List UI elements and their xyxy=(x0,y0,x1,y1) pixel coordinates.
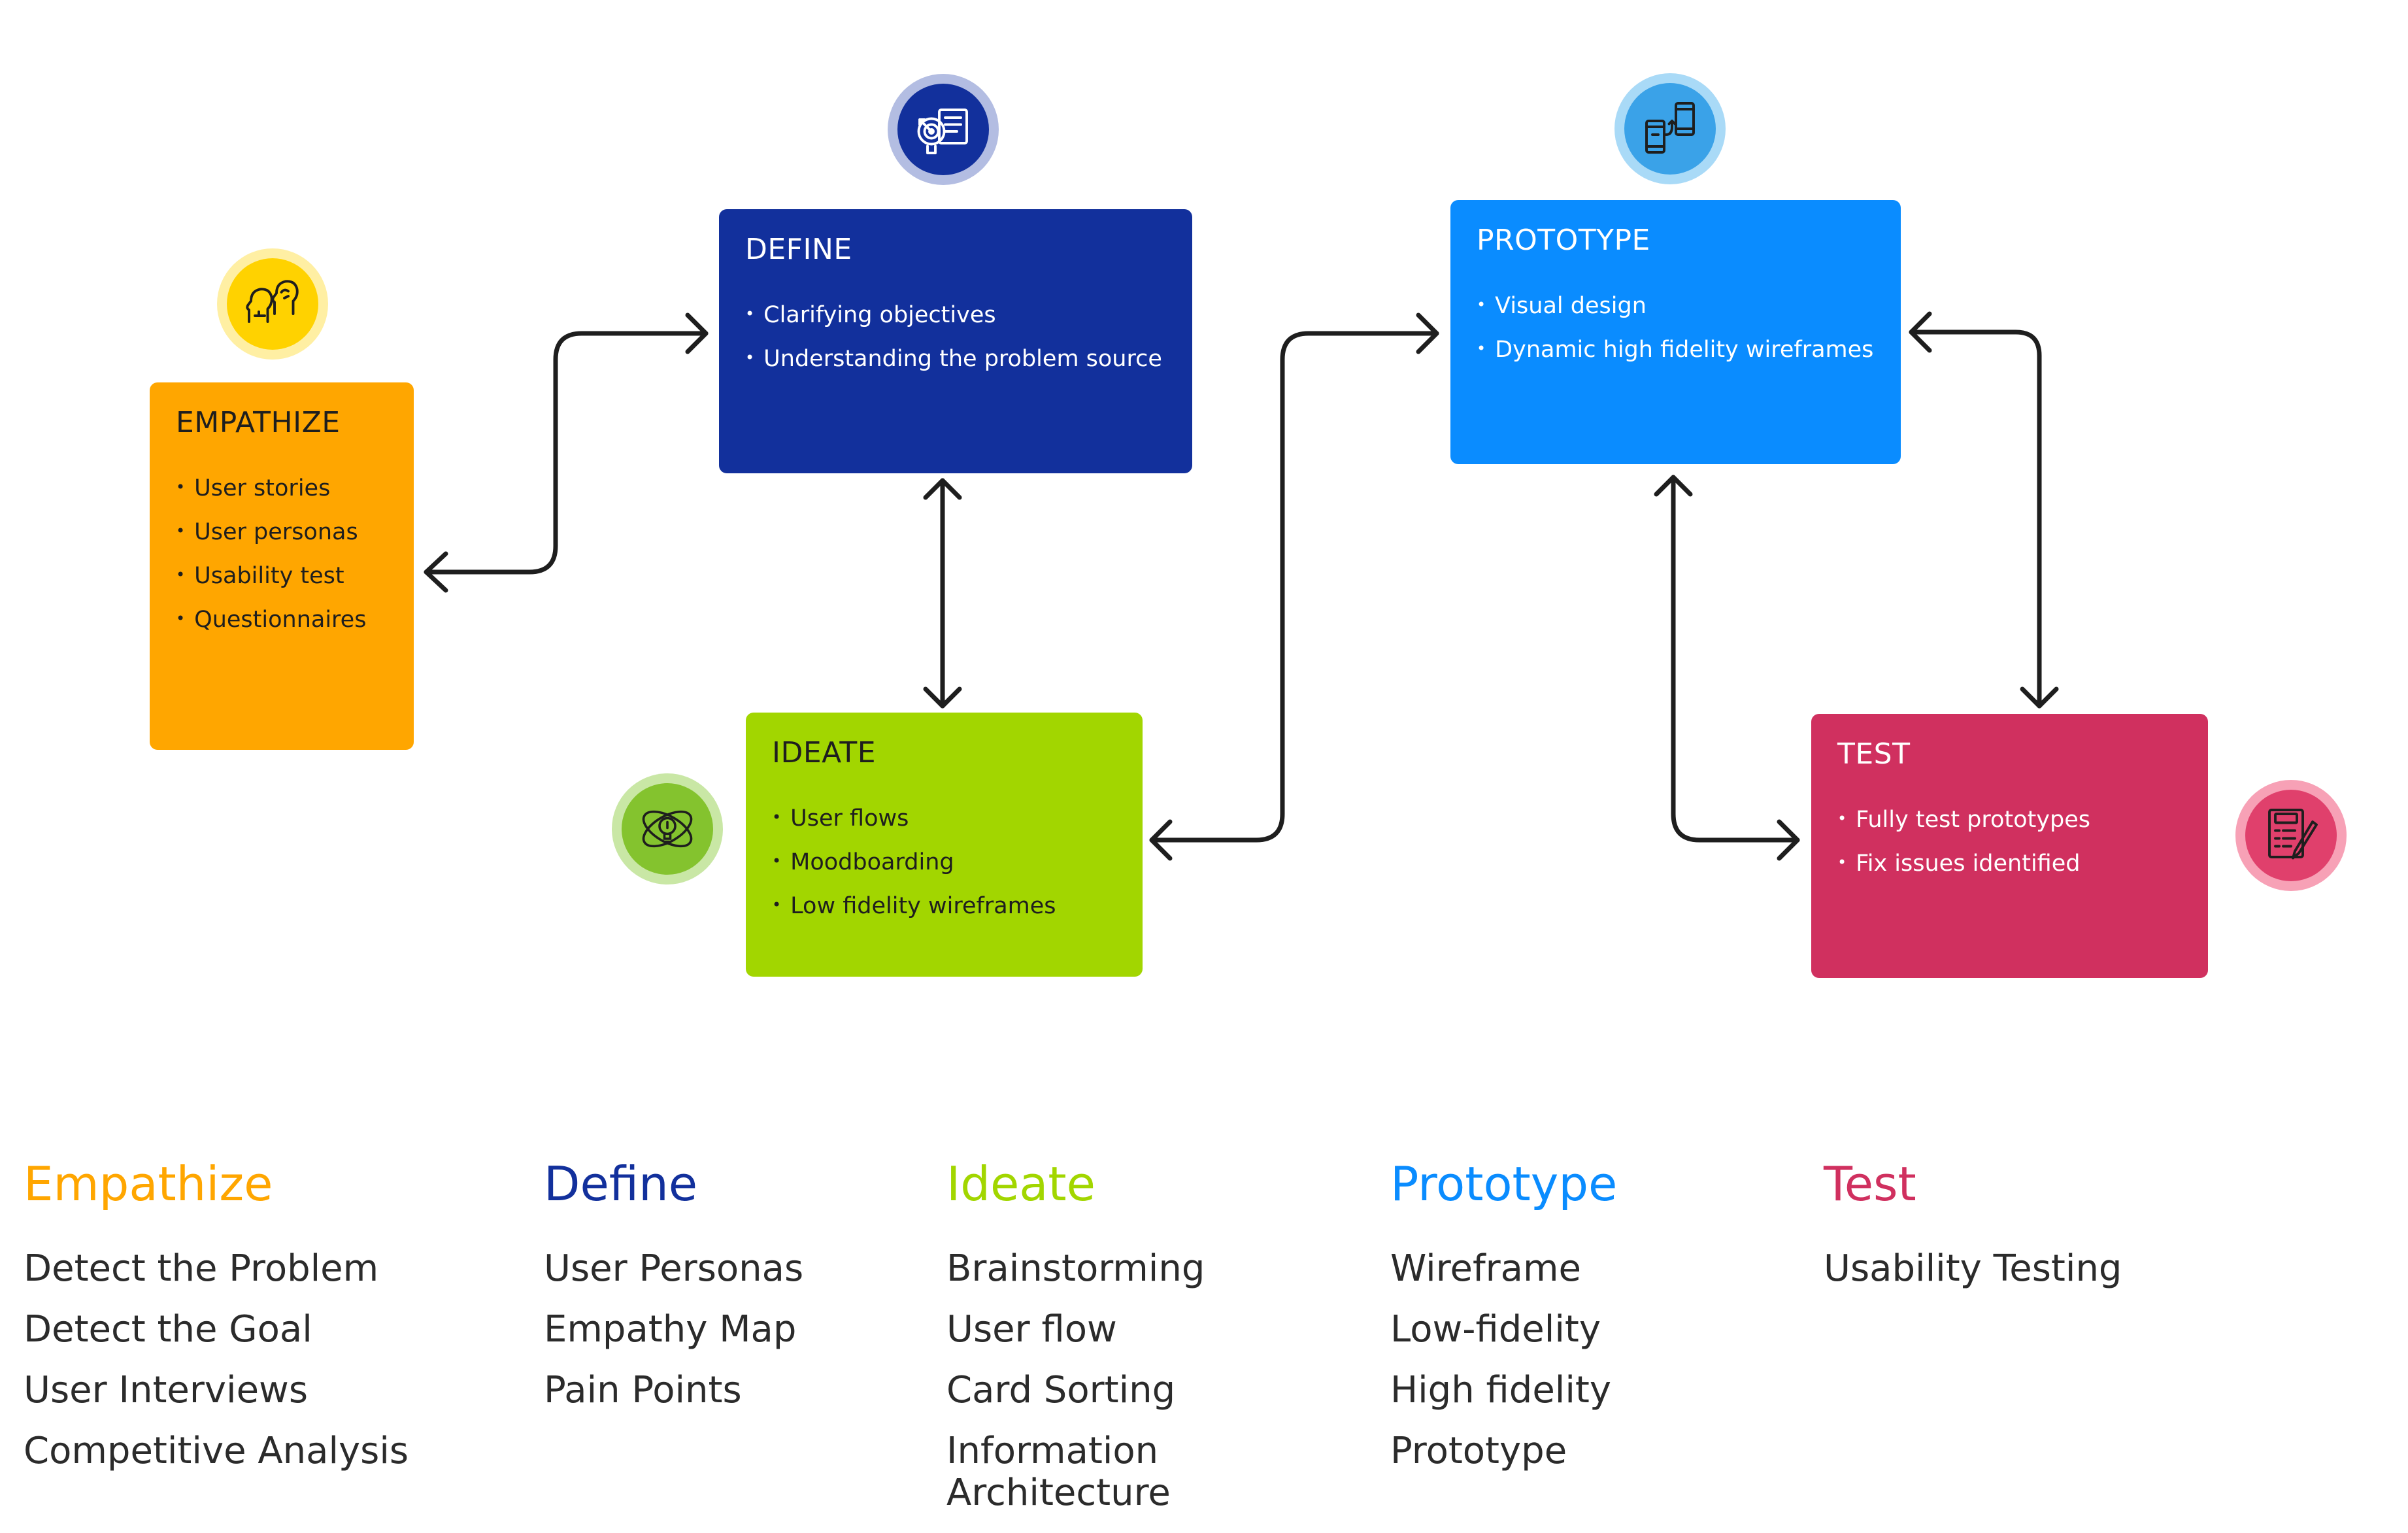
test-stage-list: Fully test prototypes Fix issues identif… xyxy=(1837,799,2208,886)
methods-column-list: User Personas Empathy Map Pain Points xyxy=(544,1248,803,1411)
methods-column-title: Test xyxy=(1824,1156,1916,1211)
define-stage-list: Clarifying objectives Understanding the … xyxy=(745,294,1192,382)
list-item: Questionnaires xyxy=(176,599,414,643)
list-item: Low fidelity wireframes xyxy=(772,885,1143,929)
methods-column-title: Define xyxy=(544,1156,698,1211)
methods-column-title: Empathize xyxy=(24,1156,273,1211)
list-item: Moodboarding xyxy=(772,841,1143,885)
prototype-badge xyxy=(1614,73,1726,184)
empathize-stage-list: User stories User personas Usability tes… xyxy=(176,467,414,643)
empathize-stage-card: EMPATHIZE User stories User personas Usa… xyxy=(150,382,414,750)
list-item: Wireframe xyxy=(1390,1247,1582,1290)
test-badge xyxy=(2235,780,2347,891)
test-stage-card: TEST Fully test prototypes Fix issues id… xyxy=(1811,714,2208,978)
list-item: Low-fidelity xyxy=(1390,1308,1601,1351)
methods-column-prototype: Prototype Wireframe Low-fidelity High fi… xyxy=(1390,1160,1617,1491)
methods-column-define: Define User Personas Empathy Map Pain Po… xyxy=(544,1160,803,1430)
list-item: Brainstorming xyxy=(946,1247,1205,1290)
empathize-define-arrow xyxy=(424,312,709,593)
ideate-stage-card: IDEATE User flows Moodboarding Low fidel… xyxy=(746,713,1143,977)
list-item: Card Sorting xyxy=(946,1369,1176,1411)
list-item: User personas xyxy=(176,511,414,555)
methods-column-title: Prototype xyxy=(1390,1156,1618,1211)
list-item: Dynamic high fidelity wireframes xyxy=(1477,329,1901,373)
list-item: Information Architecture xyxy=(946,1430,1171,1514)
prototype-stage-list: Visual design Dynamic high fidelity wire… xyxy=(1477,285,1901,373)
test-checklist-icon xyxy=(2268,809,2318,860)
methods-column-list: Wireframe Low-fidelity High fidelity Pro… xyxy=(1390,1248,1617,1472)
list-item: Usability Testing xyxy=(1824,1247,2122,1290)
methods-column-ideate: Ideate Brainstorming User flow Card Sort… xyxy=(946,1160,1221,1533)
list-item: User Personas xyxy=(544,1247,804,1290)
define-stage-card: DEFINE Clarifying objectives Understandi… xyxy=(719,209,1192,473)
lightbulb-orbit-icon xyxy=(642,810,693,848)
list-item: Clarifying objectives xyxy=(745,294,1192,338)
prototype-test-return-arrow xyxy=(1654,475,1800,861)
ideate-badge xyxy=(612,773,723,884)
prototype-stage-title: PROTOTYPE xyxy=(1477,224,1650,257)
list-item: Prototype xyxy=(1390,1430,1567,1472)
list-item: Usability test xyxy=(176,555,414,599)
methods-column-list: Detect the Problem Detect the Goal User … xyxy=(24,1248,409,1472)
list-item: Fix issues identified xyxy=(1837,843,2208,886)
heads-thinking-icon xyxy=(246,280,299,323)
list-item: Understanding the problem source xyxy=(745,338,1192,382)
list-item: Pain Points xyxy=(544,1369,742,1411)
list-item: High fidelity xyxy=(1390,1369,1611,1411)
list-item: Empathy Map xyxy=(544,1308,797,1351)
test-stage-title: TEST xyxy=(1837,737,1911,771)
list-item: User stories xyxy=(176,467,414,511)
empathize-badge xyxy=(217,248,328,360)
methods-column-empathize: Empathize Detect the Problem Detect the … xyxy=(24,1160,409,1491)
methods-column-list: Usability Testing xyxy=(1824,1248,2122,1290)
methods-column-test: Test Usability Testing xyxy=(1824,1160,2122,1309)
list-item: Fully test prototypes xyxy=(1837,799,2208,843)
methods-column-list: Brainstorming User flow Card Sorting Inf… xyxy=(946,1248,1221,1514)
methods-column-title: Ideate xyxy=(946,1156,1095,1211)
define-stage-title: DEFINE xyxy=(745,233,852,266)
define-badge xyxy=(888,74,999,185)
prototype-stage-card: PROTOTYPE Visual design Dynamic high fid… xyxy=(1450,200,1901,464)
ideate-stage-title: IDEATE xyxy=(772,736,877,769)
list-item: Competitive Analysis xyxy=(24,1430,409,1472)
empathize-stage-title: EMPATHIZE xyxy=(176,406,341,439)
mobile-devices-icon xyxy=(1645,102,1695,154)
list-item: User Interviews xyxy=(24,1369,309,1411)
define-ideate-arrow xyxy=(923,478,962,709)
list-item: User flows xyxy=(772,798,1143,841)
ideate-stage-list: User flows Moodboarding Low fidelity wir… xyxy=(772,798,1143,929)
list-item: Visual design xyxy=(1477,285,1901,329)
ideate-prototype-arrow xyxy=(1149,312,1439,861)
list-item: Detect the Goal xyxy=(24,1308,312,1351)
target-document-icon xyxy=(917,109,968,154)
prototype-test-arrow xyxy=(1909,311,2059,709)
list-item: Detect the Problem xyxy=(24,1247,379,1290)
list-item: User flow xyxy=(946,1308,1117,1351)
